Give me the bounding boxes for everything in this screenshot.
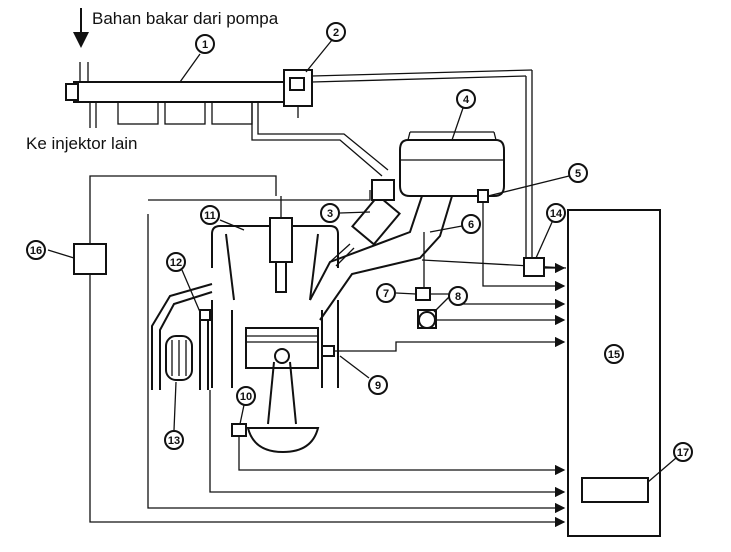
svg-text:4: 4 (463, 94, 470, 106)
piston (245, 327, 319, 425)
svg-text:9: 9 (375, 380, 381, 392)
pressure-sensor-box (523, 257, 545, 277)
ecu-box (567, 209, 661, 537)
fuel-line (251, 102, 389, 177)
callout-1: 1 (195, 34, 215, 54)
svg-text:11: 11 (204, 210, 216, 222)
callout-11: 11 (200, 205, 220, 225)
surge-tank (399, 131, 505, 197)
svg-text:16: 16 (30, 245, 42, 257)
svg-text:15: 15 (608, 349, 620, 361)
fuel-rail (65, 62, 285, 128)
callout-3: 3 (320, 203, 340, 223)
svg-text:1: 1 (202, 39, 208, 51)
svg-text:14: 14 (550, 208, 563, 220)
callout-17: 17 (673, 442, 693, 462)
exhaust-pipe (151, 283, 213, 390)
callout-5: 5 (568, 163, 588, 183)
intake-temp-sensor (477, 189, 489, 212)
callout-leaders (47, 39, 677, 483)
callout-16: 16 (26, 240, 46, 260)
pressure-regulator (283, 69, 533, 262)
svg-text:10: 10 (240, 391, 252, 403)
svg-text:13: 13 (168, 435, 180, 447)
callout-13: 13 (164, 430, 184, 450)
label-fuel-from-pump: Bahan bakar dari pompa (92, 9, 279, 28)
callout-7: 7 (376, 283, 396, 303)
cylinder-head (211, 196, 339, 301)
svg-text:2: 2 (333, 27, 339, 39)
idle-air-valve (417, 309, 437, 329)
crankshaft (246, 427, 320, 454)
callout-12: 12 (166, 252, 186, 272)
callout-2: 2 (326, 22, 346, 42)
svg-text:3: 3 (327, 208, 333, 220)
callout-9: 9 (368, 375, 388, 395)
svg-text:5: 5 (575, 168, 581, 180)
svg-text:7: 7 (383, 288, 389, 300)
svg-text:8: 8 (455, 291, 461, 303)
coolant-sensor (321, 345, 342, 357)
callout-14: 14 (546, 203, 566, 223)
callout-6: 6 (461, 214, 481, 234)
svg-text:6: 6 (468, 219, 474, 231)
svg-text:12: 12 (170, 257, 182, 269)
module-box (73, 243, 107, 275)
callout-8: 8 (448, 286, 468, 306)
label-to-other-injectors: Ke injektor lain (26, 134, 138, 153)
callout-15: 15 (604, 344, 624, 364)
callout-4: 4 (456, 89, 476, 109)
callout-10: 10 (236, 386, 256, 406)
crank-sensor (231, 423, 247, 437)
injector (329, 179, 401, 267)
ecu-signal-wires (89, 175, 566, 528)
svg-text:17: 17 (677, 447, 689, 459)
oxygen-sensor (199, 309, 211, 321)
sensor-7 (415, 287, 431, 301)
